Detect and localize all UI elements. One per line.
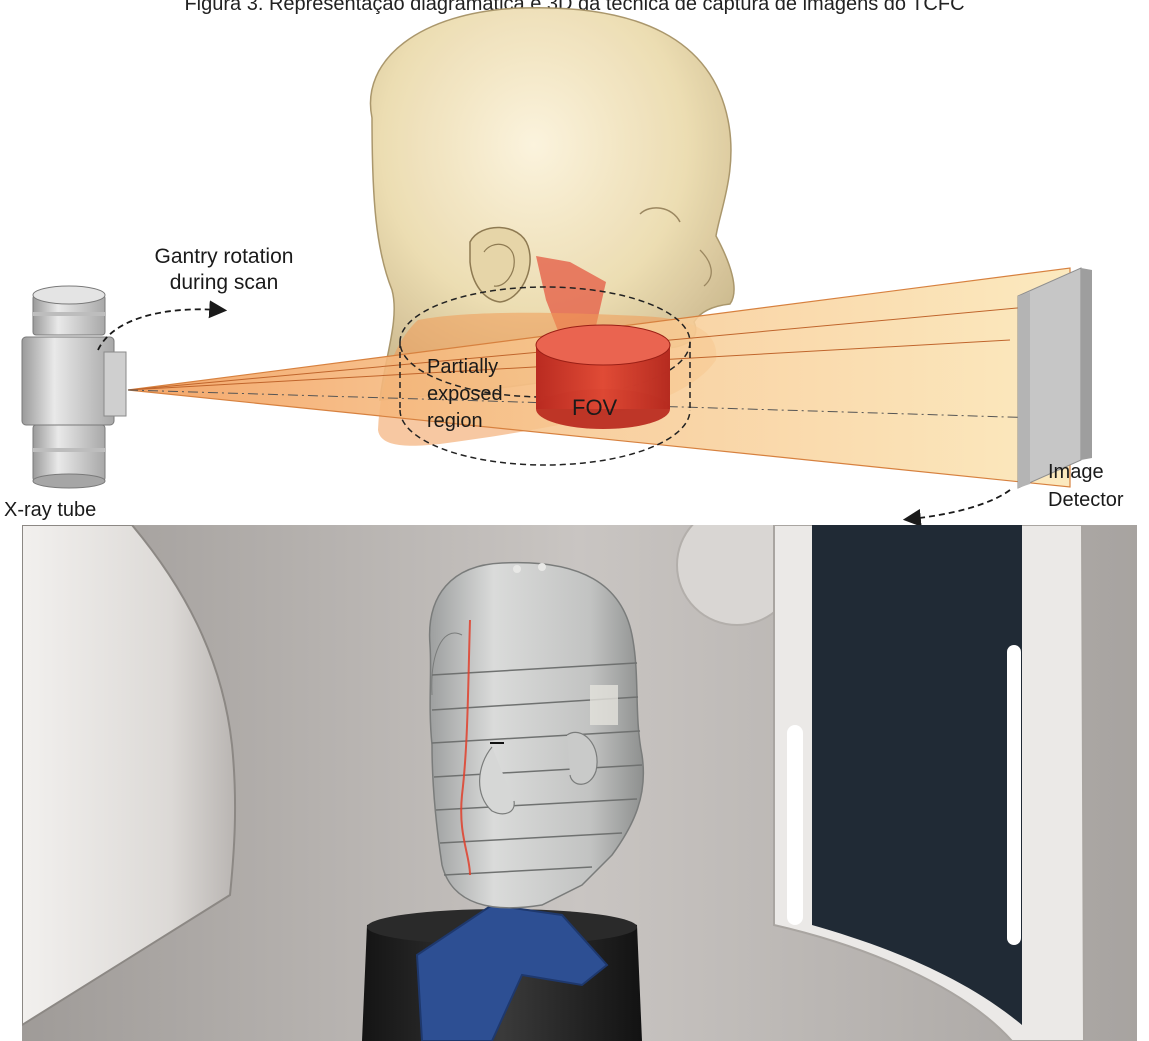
partially-exposed-label-line1: Partially [427, 356, 498, 378]
xray-tube-icon [22, 286, 126, 488]
phantom-photograph [22, 525, 1137, 1041]
gantry-label-line2: during scan [170, 271, 279, 294]
image-detector-label-line1: Image [1048, 461, 1104, 483]
head-phantom [430, 563, 644, 908]
gantry-rotation-arrow [98, 309, 220, 350]
partially-exposed-label-line2: exposed [427, 383, 503, 405]
cbct-diagram: Gantry rotation during scan Partially ex… [0, 0, 1149, 525]
fov-label: FOV [572, 395, 618, 420]
xray-tube-label: X-ray tube [4, 499, 96, 521]
image-detector-label-line2: Detector [1048, 489, 1124, 511]
image-detector-icon [1018, 268, 1092, 488]
detector-rotation-arrow [910, 490, 1010, 519]
partially-exposed-label-line3: region [427, 410, 483, 432]
gantry-label-line1: Gantry rotation [155, 245, 294, 268]
